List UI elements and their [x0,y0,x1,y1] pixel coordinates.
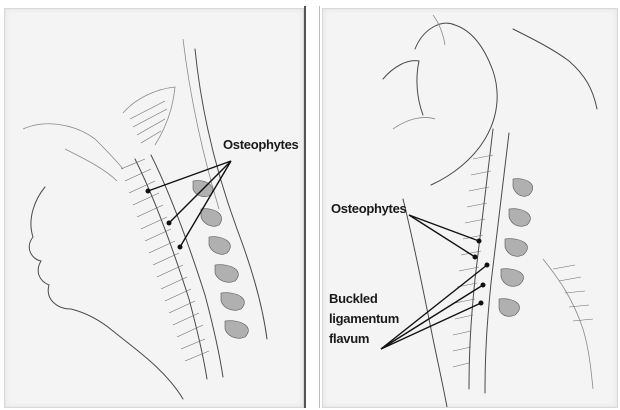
right-ligamentum-leaders [381,263,490,350]
face-profile [29,187,113,331]
spinal-canal-front [469,129,493,389]
right-osteophytes-label: Osteophytes [331,201,406,216]
buckled-label-line3: flavum [329,331,369,346]
left-illustration-panel: Osteophytes [4,8,304,408]
left-osteophytes-label: Osteophytes [223,137,298,152]
left-spine-illustration [5,9,303,407]
buckled-label-line2: ligamentum [329,311,399,326]
back-head-contour [513,29,597,109]
spinous-processes [193,181,248,339]
front-neck-contour [403,199,447,407]
throat-contour [113,331,183,399]
head-outline [415,23,497,185]
spinal-canal-back [485,133,509,393]
right-illustration-panel: Osteophytes Buckled ligamentum flavum [322,8,618,408]
panel-divider [304,6,320,408]
spinous-processes [499,179,533,317]
buckled-label-line1: Buckled [329,291,377,306]
head-contour [23,124,123,169]
face-profile [383,61,423,115]
